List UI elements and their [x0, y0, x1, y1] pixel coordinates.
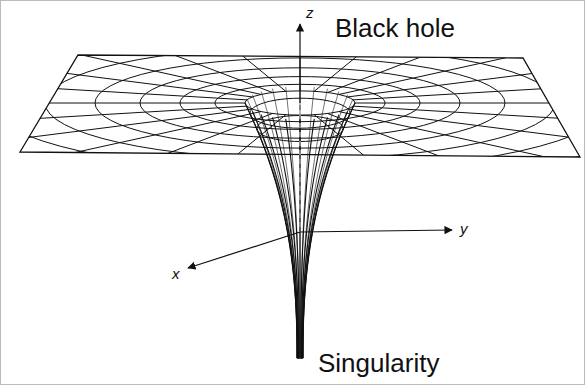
- z-axis-hidden: [299, 105, 301, 232]
- z-axis: [299, 24, 300, 103]
- funnel-line: [302, 115, 339, 359]
- grid-radial: [353, 106, 585, 128]
- grid-radial: [348, 109, 585, 152]
- funnel-line: [303, 95, 348, 358]
- grid-radial: [355, 103, 585, 104]
- axis-label: y: [460, 221, 468, 238]
- funnel-line: [261, 91, 298, 357]
- funnel-line: [300, 87, 301, 358]
- grid-radial: [184, 7, 286, 91]
- grid-radial: [0, 109, 252, 152]
- axes: [188, 24, 452, 268]
- grid-radial: [339, 112, 585, 173]
- point-label: Singularity: [318, 349, 439, 378]
- grid-radial: [328, 113, 526, 188]
- funnel-line: [303, 99, 353, 358]
- x-axis: [188, 232, 300, 268]
- funnel-line: [302, 89, 328, 358]
- grid-radial: [0, 54, 252, 97]
- funnel-line: [261, 115, 298, 359]
- grid-radial: [75, 113, 273, 188]
- y-axis: [300, 230, 452, 232]
- funnel-line: [302, 91, 339, 357]
- funnel-line: [273, 89, 299, 358]
- funnel-surface: [245, 87, 355, 359]
- funnel-line: [303, 111, 348, 358]
- z-axis-hidden: [300, 105, 301, 232]
- funnel-ring: [257, 116, 344, 142]
- axis-label: x: [172, 266, 180, 283]
- grid-radial: [0, 103, 245, 104]
- axis-label: z: [306, 5, 314, 22]
- funnel-line: [247, 99, 297, 358]
- grid-radial: [0, 106, 247, 128]
- grid-radial: [0, 33, 261, 94]
- grid-radial: [348, 54, 585, 97]
- grid-radial: [353, 77, 585, 99]
- title-label: Black hole: [335, 14, 455, 43]
